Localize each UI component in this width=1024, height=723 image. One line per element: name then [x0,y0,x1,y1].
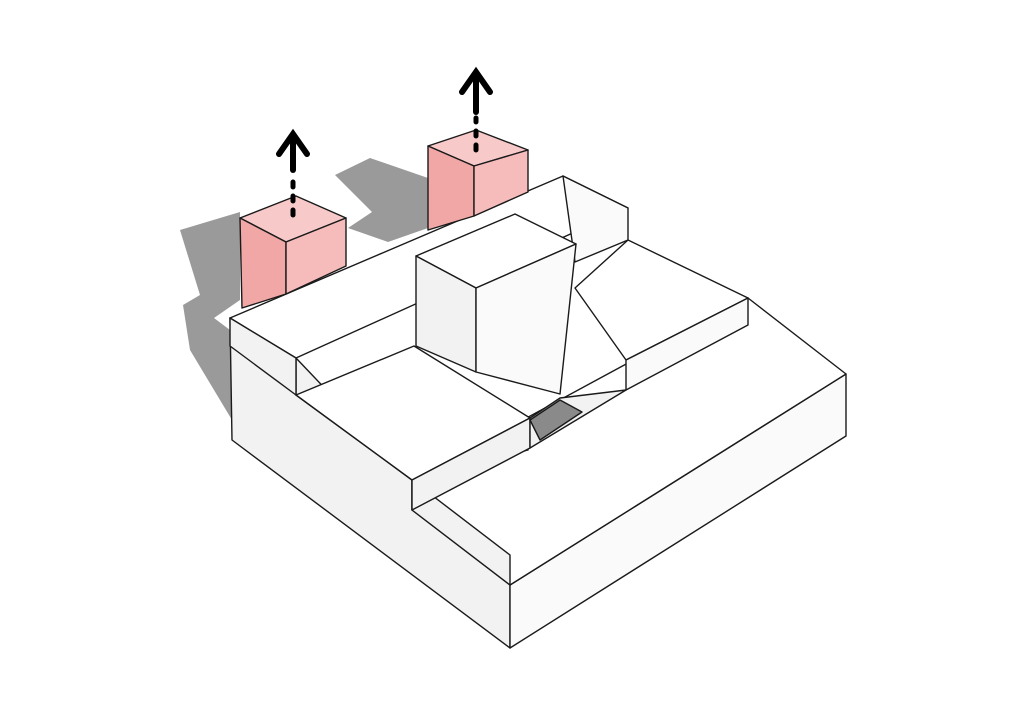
shadow-left-pink-box [180,212,240,420]
arrow-right-head [459,66,493,95]
tower-right-face [475,243,577,395]
pink-box-right-right-face [473,149,529,217]
base-terrace [229,297,847,649]
central-tower [415,213,577,395]
arrow-up-icon [276,128,310,218]
middle-terrace [295,239,749,511]
arrow-up-icon [459,66,493,153]
upper-step-right-riser [562,175,629,263]
arrow-left-head [276,128,310,157]
pink-box-left-right-face [285,217,347,295]
courtyard-shadow [529,399,583,441]
upper-step-front-riser [229,317,297,396]
shadow-right-pink-box [335,158,428,242]
added-volume-left [239,195,347,309]
middle-step-right-riser [625,297,749,391]
cast-shadows [180,158,428,420]
